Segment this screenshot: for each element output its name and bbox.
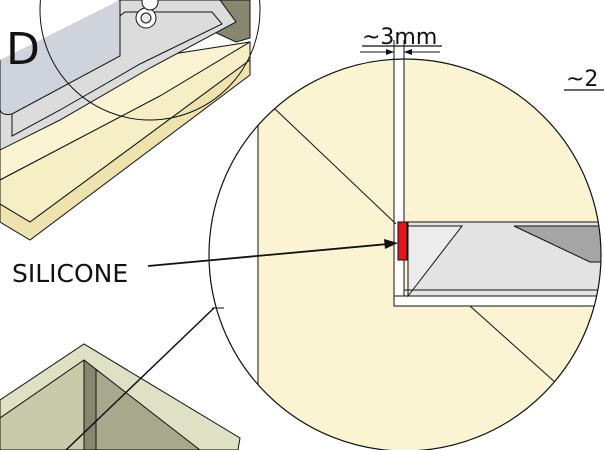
bottom-left-box-view — [0, 343, 241, 450]
tray-recess — [0, 0, 121, 115]
detail-view — [209, 59, 601, 450]
diagonal-line — [273, 107, 397, 225]
leader-line-connector — [65, 307, 215, 450]
box-rim — [0, 343, 241, 450]
tray-panel — [0, 0, 237, 151]
panel-bevel — [407, 225, 464, 298]
silicone-bead — [397, 221, 408, 261]
screw-icon — [141, 0, 159, 11]
gap-channel-horizontal — [393, 295, 601, 307]
gap-channel-vertical — [393, 59, 405, 303]
detail-circle-outline — [208, 58, 602, 450]
view-label: D — [6, 24, 40, 75]
screw-icon — [135, 7, 157, 29]
right-dimension: ~2 — [564, 67, 604, 92]
right-dimension-label: ~2 — [566, 67, 598, 92]
callout-arrowhead — [384, 239, 398, 249]
silicone-callout: SILICONE — [12, 239, 398, 288]
diagonal-line — [469, 305, 567, 393]
silicone-callout-label: SILICONE — [12, 259, 128, 288]
gap-dimension: ~3mm — [360, 25, 442, 60]
wood-slab-side — [0, 59, 251, 241]
top-left-box-view: D — [0, 0, 261, 241]
detail-marker-circle — [39, 0, 261, 121]
panel-dark-face — [513, 225, 601, 263]
callout-leader-line — [147, 243, 389, 267]
